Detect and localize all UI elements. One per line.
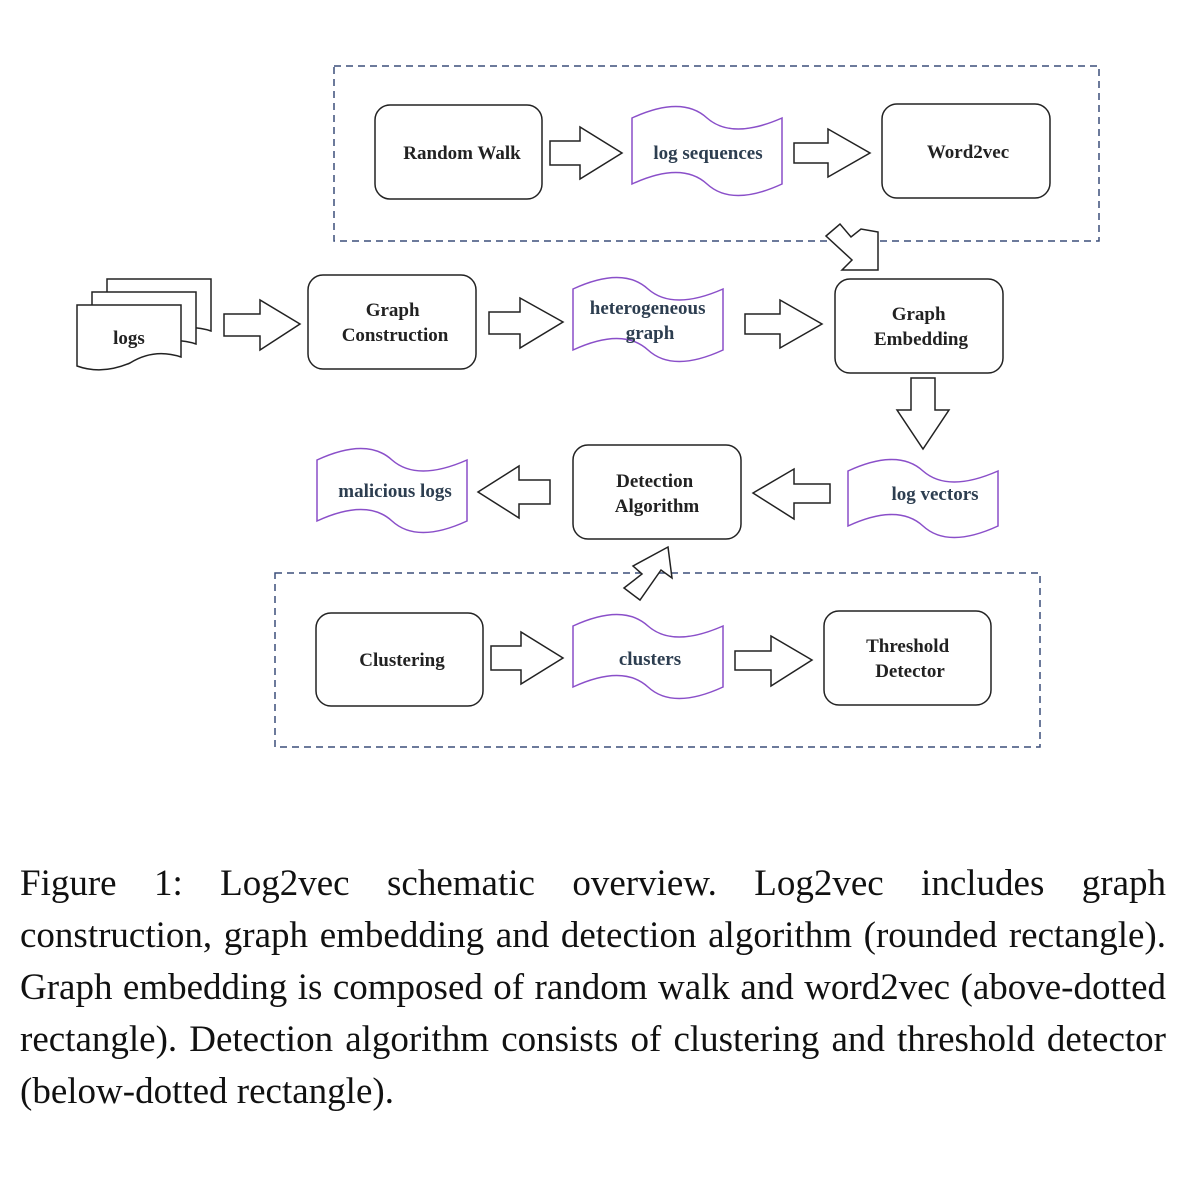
graph-embedding-line2: Embedding: [874, 329, 968, 350]
arrow-clusters-to-threshold: [734, 634, 814, 688]
log-vectors-document: [847, 458, 999, 539]
graph-construction-line1: Graph: [366, 300, 420, 321]
log-vectors-label: log vectors: [891, 484, 978, 505]
arrow-graphconstruction-to-heterogeneous: [488, 296, 565, 350]
log-sequences-document: [631, 105, 783, 197]
graph-embedding-label: Graph Embedding: [874, 304, 968, 350]
threshold-detector-line1: Threshold: [866, 636, 950, 657]
threshold-detector-line2: Detector: [875, 661, 945, 682]
arrow-logsequences-to-word2vec: [793, 127, 872, 179]
heterogeneous-graph-line1: heterogeneous: [590, 298, 706, 319]
detection-algorithm-line1: Detection: [616, 471, 693, 492]
arrow-logs-to-graphconstruction: [223, 298, 302, 352]
arrow-clusters-to-detection: [622, 545, 673, 602]
word2vec-node: [881, 103, 1051, 199]
random-walk-node: [374, 104, 543, 200]
clusters-document: [572, 613, 724, 700]
arrow-clustering-to-clusters: [490, 630, 565, 686]
log-sequences-label: log sequences: [653, 143, 762, 164]
clustering-node: [315, 612, 484, 707]
graph-construction-node: [307, 274, 477, 370]
heterogeneous-graph-line2: graph: [626, 323, 675, 344]
heterogeneous-graph-label: heterogeneous graph: [590, 298, 711, 344]
graph-construction-label: Graph Construction: [342, 300, 449, 346]
threshold-detector-node: [823, 610, 992, 706]
detection-algorithm-group: [274, 572, 1041, 748]
log2vec-diagram: logs Random Walk log sequences Word2vec …: [76, 65, 1100, 748]
graph-construction-line2: Construction: [342, 325, 449, 346]
logs-stack-icon: [76, 278, 212, 371]
word2vec-label: Word2vec: [927, 142, 1009, 163]
detection-algorithm-node: [572, 444, 742, 540]
arrow-heterogeneous-to-graphembedding: [744, 298, 824, 350]
threshold-detector-label: Threshold Detector: [866, 636, 954, 682]
malicious-logs-label: malicious logs: [338, 481, 451, 502]
logs-label: logs: [113, 328, 145, 349]
clusters-label: clusters: [619, 649, 681, 670]
arrow-graphembedding-to-logvectors: [895, 377, 951, 451]
graph-embedding-group: [333, 65, 1100, 242]
arrow-word2vec-to-graphembedding: [824, 222, 879, 271]
arrow-detection-to-maliciouslogs: [476, 464, 551, 520]
heterogeneous-graph-document: [572, 276, 724, 363]
random-walk-label: Random Walk: [403, 143, 521, 164]
graph-embedding-node: [834, 278, 1004, 374]
clustering-label: Clustering: [359, 650, 445, 671]
arrow-logvectors-to-detection: [751, 467, 831, 521]
graph-embedding-line1: Graph: [892, 304, 946, 325]
arrow-randomwalk-to-logsequences: [549, 125, 624, 181]
figure-caption: Figure 1: Log2vec schematic overview. Lo…: [20, 863, 1166, 1112]
detection-algorithm-line2: Algorithm: [615, 496, 700, 517]
malicious-logs-document: [316, 447, 468, 534]
detection-algorithm-label: Detection Algorithm: [615, 471, 700, 517]
